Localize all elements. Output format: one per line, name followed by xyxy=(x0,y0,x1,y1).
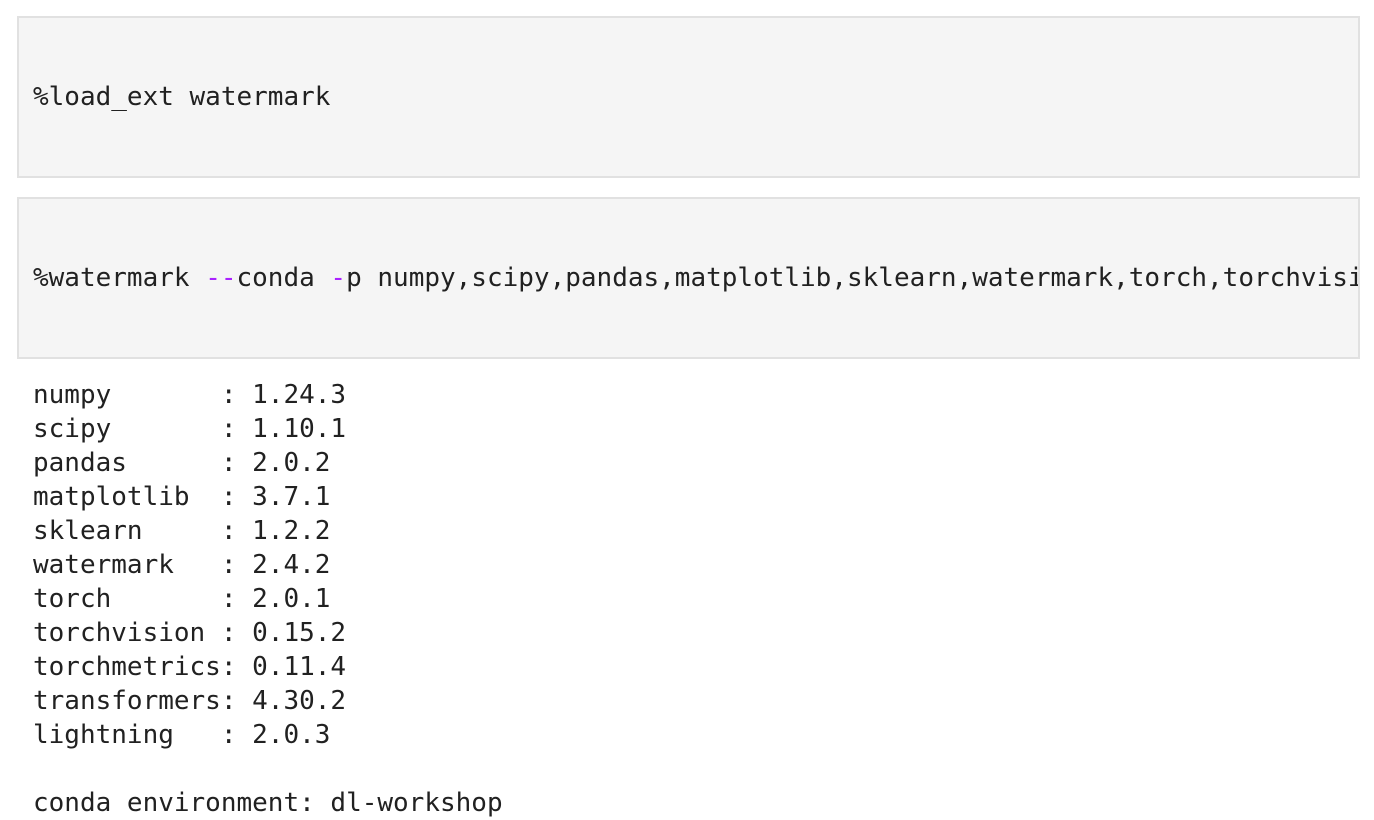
dash-operator-token: - xyxy=(330,263,347,293)
code-cell-load-ext[interactable]: %load_ext watermark xyxy=(17,16,1360,178)
package-versions-output: numpy : 1.24.3 scipy : 1.10.1 pandas : 2… xyxy=(33,380,503,818)
code-line: %watermark --conda -p numpy,scipy,pandas… xyxy=(33,263,1358,293)
conda-flag-text: conda xyxy=(236,263,331,293)
code-line: %load_ext watermark xyxy=(33,82,331,112)
code-cell-watermark-command[interactable]: %watermark --conda -p numpy,scipy,pandas… xyxy=(17,197,1360,359)
execution-output: numpy : 1.24.3 scipy : 1.10.1 pandas : 2… xyxy=(33,378,1360,820)
double-dash-operator-token: -- xyxy=(205,263,237,293)
package-list-argument-text: numpy,scipy,pandas,matplotlib,sklearn,wa… xyxy=(377,263,1360,293)
magic-command-text: %watermark xyxy=(33,263,206,293)
p-flag-text: p xyxy=(346,263,378,293)
